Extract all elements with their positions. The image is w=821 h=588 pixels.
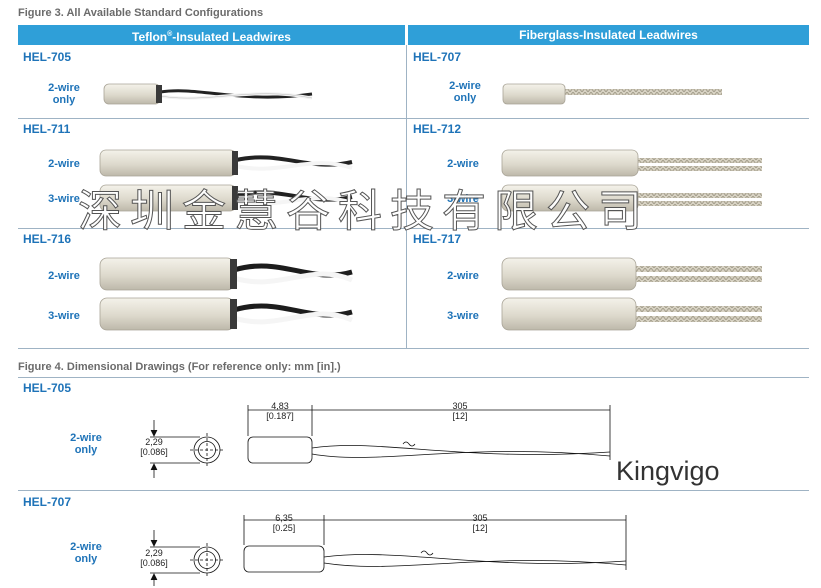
hel-717-photo [501,257,762,331]
model-label: HEL-717 [413,232,462,246]
figure-4-divider [18,377,809,378]
watermark-text: 深圳金慧谷科技有限公司 [78,186,650,238]
model-label: HEL-705 [23,381,72,395]
model-label: HEL-707 [23,495,72,509]
hel-716-photo [99,257,353,331]
length-dimension: 6,35[0.25] [272,513,296,533]
brand-logo: Kingvigo [616,456,720,486]
wire-label: 3-wire [48,310,80,322]
wire-label: 2-wire [48,158,80,170]
wire-label: 2-wire [447,270,479,282]
wire-label: 3-wire [447,310,479,322]
model-label: HEL-705 [23,50,72,64]
diameter-dimension: 2,29[0.086] [140,437,168,457]
figure-4-divider [18,490,809,491]
hel-707-photo [502,83,722,105]
row-divider [18,348,809,349]
row-divider [18,228,809,229]
teflon-column-header: Teflon®-Insulated Leadwires [18,25,405,45]
model-label: HEL-707 [413,50,462,64]
row-divider [18,118,809,119]
model-label: HEL-711 [23,122,71,136]
figure-4-title: Figure 4. Dimensional Drawings (For refe… [18,361,341,373]
diameter-dimension: 2,29[0.086] [140,548,168,568]
hel-707-drawing [150,515,627,586]
lead-dimension: 305[12] [452,401,468,421]
wire-label: 2-wire [48,270,80,282]
lead-dimension: 305[12] [472,513,488,533]
wire-label: 3-wire [48,193,80,205]
hel-711-photo [99,149,353,212]
model-label: HEL-716 [23,232,72,246]
wire-label: 3-wire [447,193,479,205]
hel-712-photo [501,149,762,212]
figure-3-title: Figure 3. All Available Standard Configu… [18,7,264,19]
fiberglass-column-header: Fiberglass-Insulated Leadwires [408,25,809,45]
hel-705-drawing [150,405,611,478]
length-dimension: 4,83[0.187] [266,401,294,421]
hel-705-photo [103,83,313,105]
model-label: HEL-712 [413,122,462,136]
column-divider [406,45,407,348]
wire-label: 2-wire [447,158,479,170]
